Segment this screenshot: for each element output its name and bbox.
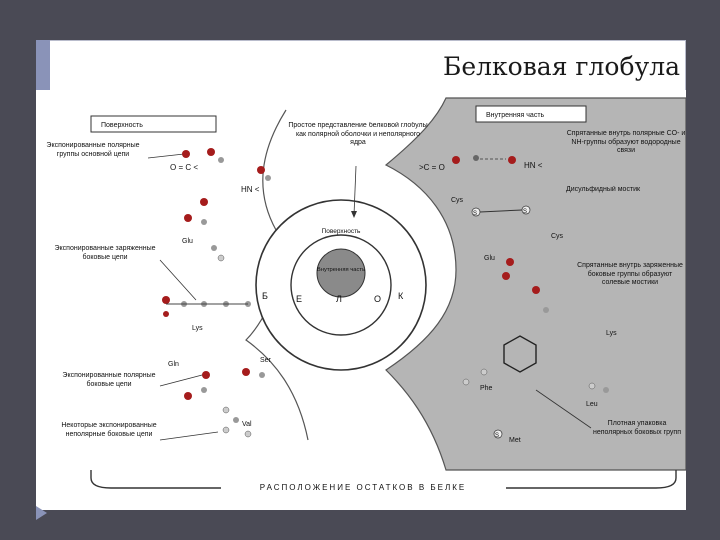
title-divider: [50, 40, 686, 41]
sulfur-label-1: S: [473, 211, 477, 217]
hydrogen-atom: [244, 430, 252, 438]
hydrogen-atom: [480, 368, 488, 376]
residue-glu-left: Glu: [182, 238, 193, 245]
nitrogen-atom: [532, 286, 540, 294]
arrow-dense-packing: [535, 389, 592, 429]
carbon-atom: [543, 307, 549, 313]
arrow-backbone: [147, 153, 185, 159]
protein-globule-figure: Поверхность Внутренняя часть Б Е Л О К П…: [46, 97, 686, 494]
nitrogen-atom: [163, 311, 169, 317]
inner-box: [475, 105, 587, 123]
sulfur-label-2: S: [523, 209, 527, 215]
exposed-backbone-caption: Экспонированные полярные группы основной…: [46, 142, 139, 158]
oxygen-atom: [207, 148, 215, 156]
oxygen-atom: [506, 258, 514, 266]
backbone-nh-label: HN <: [241, 185, 260, 194]
carbon-atom: [218, 157, 224, 163]
sulfur-label-3: S: [495, 433, 499, 439]
hydrogen-atom: [222, 426, 230, 434]
oxygen-atom: [202, 371, 210, 379]
dense-packing-caption: Плотная упаковка неполярных боковых груп…: [593, 420, 681, 436]
hidden-salt-bridges-caption: Спрятанные внутрь заряженные боковые гру…: [577, 262, 683, 286]
interior-region: [384, 97, 686, 471]
residue-glu-right: Glu: [484, 255, 495, 262]
oxygen-atom: [200, 198, 208, 206]
carbon-atom: [259, 372, 265, 378]
bottom-caption-bg: [221, 480, 506, 494]
carbon-atom: [265, 175, 271, 181]
residue-cys-top: Cys: [451, 197, 464, 204]
residue-phe: Phe: [480, 385, 493, 392]
circle-surface-label: Поверхность: [322, 228, 362, 235]
carbon-atom: [201, 387, 207, 393]
belok-letter-3: Л: [336, 294, 342, 304]
oxygen-atom: [184, 214, 192, 222]
carbon-atom: [233, 417, 239, 423]
slide-bullet-icon: [36, 506, 47, 520]
bottom-caption: РАСПОЛОЖЕНИЕ ОСТАТКОВ В БЕЛКЕ: [260, 483, 466, 492]
exposed-polar-side-caption: Экспонированные полярные боковые цепи: [62, 372, 155, 388]
hydrogen-atom: [462, 378, 470, 386]
simple-representation-caption: Простое представление белковой глобулы к…: [288, 122, 427, 146]
nonpolar-exposed-caption: Некоторые экспонированные неполярные бок…: [61, 422, 156, 438]
surface-box: [90, 115, 217, 133]
globule-core: [316, 248, 366, 298]
nitrogen-atom: [162, 296, 170, 304]
title-right-divider: [685, 40, 686, 90]
oxygen-atom: [452, 156, 460, 164]
exposed-charged-caption: Экспонированные заряженные боковые цепи: [55, 245, 156, 261]
phenyl-ring: [503, 335, 537, 373]
carbon-atom: [473, 155, 479, 161]
oxygen-atom: [182, 150, 190, 158]
sulfur-atom: [493, 429, 503, 439]
arrow-nonpolar: [159, 431, 219, 441]
inner-box-label: Внутренняя часть: [486, 112, 545, 119]
arrow-simple-representation: [353, 165, 357, 216]
arrow-polar-side: [159, 373, 207, 387]
belok-letter-5: К: [398, 291, 404, 301]
residue-cys-bottom: Cys: [551, 233, 564, 240]
residue-lys-right: Lys: [606, 330, 617, 337]
surface-box-label: Поверхность: [101, 122, 143, 129]
carbon-atom: [603, 387, 609, 393]
slide-accent-bar: [36, 40, 50, 90]
belok-letter-1: Б: [262, 291, 268, 301]
backbone-co-label: O = C <: [170, 163, 198, 172]
slide-title: Белковая глобула: [443, 52, 680, 81]
oxygen-atom: [502, 272, 510, 280]
nitrogen-atom: [508, 156, 516, 164]
residue-met: Met: [509, 437, 521, 444]
residue-ser: Ser: [260, 357, 272, 364]
carbon-atom: [211, 245, 217, 251]
belok-letter-4: О: [374, 294, 381, 304]
arrow-charged: [159, 259, 197, 301]
hydrogen-atom: [217, 254, 225, 262]
oxygen-atom: [184, 392, 192, 400]
residue-leu: Leu: [586, 401, 598, 408]
arrowhead-simple: [351, 211, 357, 218]
inner-nh-label: HN <: [524, 161, 543, 170]
disulfide-bond: [479, 209, 523, 213]
circle-inner-label: Внутренняя часть: [317, 267, 365, 273]
hidden-hbonds-caption: Спрятанные внутрь полярные CO- и NH-груп…: [567, 130, 686, 154]
oxygen-atom: [242, 368, 250, 376]
carbon-atom: [201, 219, 207, 225]
residue-val: Val: [242, 421, 252, 428]
residue-lys-left: Lys: [192, 325, 203, 332]
inner-co-label: >C = O: [419, 163, 445, 172]
nitrogen-atom: [257, 166, 265, 174]
hydrogen-atom: [588, 382, 596, 390]
belok-letter-2: Е: [296, 294, 302, 304]
hydrogen-atom: [222, 406, 230, 414]
disulfide-caption: Дисульфидный мостик: [566, 186, 640, 193]
residue-gln: Gln: [168, 361, 179, 368]
